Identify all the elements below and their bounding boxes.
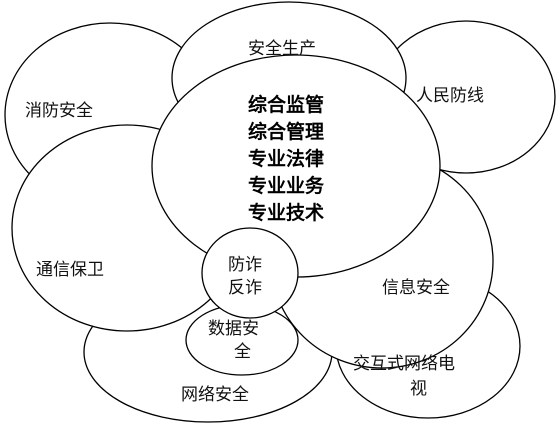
- label-shuju-anquan-line2: 全: [234, 342, 251, 362]
- center-line-1: 综合监管: [248, 93, 324, 116]
- label-tongxin-baowei: 通信保卫: [36, 260, 104, 280]
- center-line-3: 专业法律: [248, 147, 324, 170]
- label-fangzha-fanzha-line2: 反诈: [228, 278, 262, 298]
- label-wangluo-anquan: 网络安全: [181, 385, 249, 405]
- label-xiaofang-anquan: 消防安全: [25, 101, 93, 121]
- label-shuju-anquan-line1: 数据安: [208, 319, 259, 339]
- circle-fangzha-fanzha: [201, 227, 299, 319]
- label-jiaohu-dianshi-line2: 视: [410, 379, 427, 399]
- label-renmin-fangxian: 人民防线: [416, 86, 484, 106]
- center-line-5: 专业技术: [248, 201, 324, 224]
- label-anquan-shengchan: 安全生产: [248, 39, 316, 59]
- center-line-2: 综合管理: [248, 120, 324, 143]
- label-jiaohu-dianshi-line1: 交互式网络电: [353, 354, 455, 374]
- label-fangzha-fanzha-line1: 防诈: [228, 255, 262, 275]
- label-xinxi-anquan: 信息安全: [382, 278, 450, 298]
- center-line-4: 专业业务: [248, 174, 325, 197]
